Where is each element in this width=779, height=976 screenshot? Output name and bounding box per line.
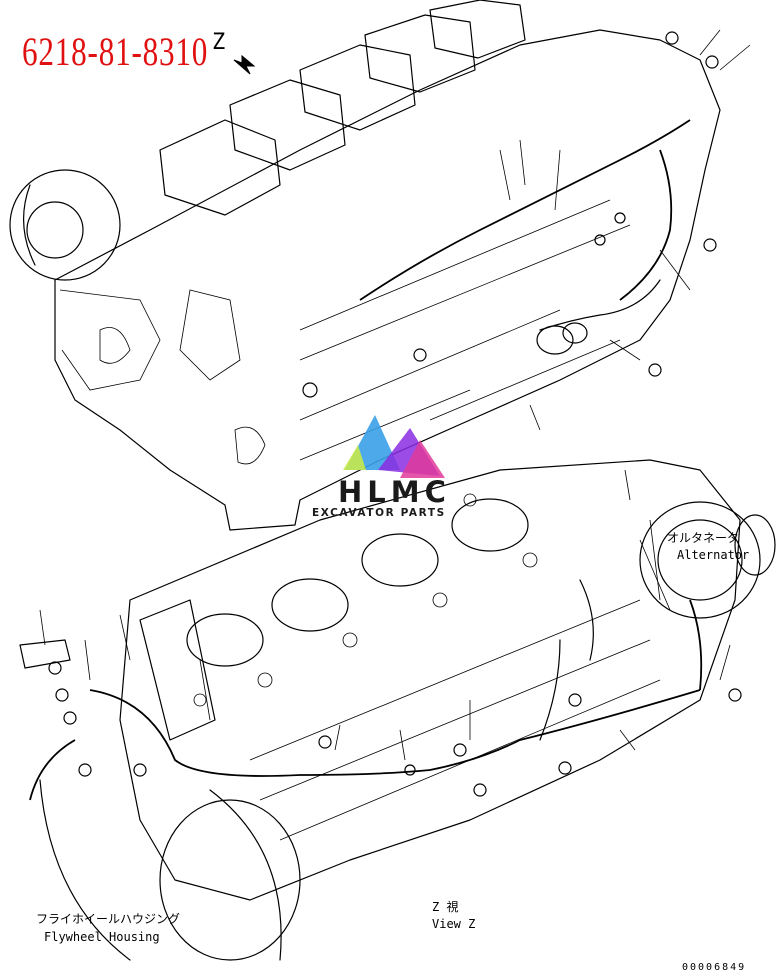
watermark-tagline: EXCAVATOR PARTS [312,507,446,519]
view-letter-label: Z [212,30,226,55]
alternator-label-jp: オルタネータ [667,531,740,545]
watermark-logo-shapes [343,415,445,478]
view-arrow [233,54,256,75]
alternator-label-en: Alternator [677,548,750,562]
view-z-label-jp: Z 視 [432,900,459,914]
part-number: 6218-81-8310 [22,29,209,74]
flywheel-housing-label-jp: フライホイールハウジング [36,912,181,926]
upper-engine-block [9,0,751,531]
flywheel-housing-label-en: Flywheel Housing [44,930,160,944]
watermark-logo: HLMC EXCAVATOR PARTS [300,415,480,525]
view-z-label-en: View Z [432,917,476,931]
document-number: 00006849 [682,962,747,973]
lower-engine-block [19,459,776,961]
watermark-brand: HLMC [338,475,451,509]
